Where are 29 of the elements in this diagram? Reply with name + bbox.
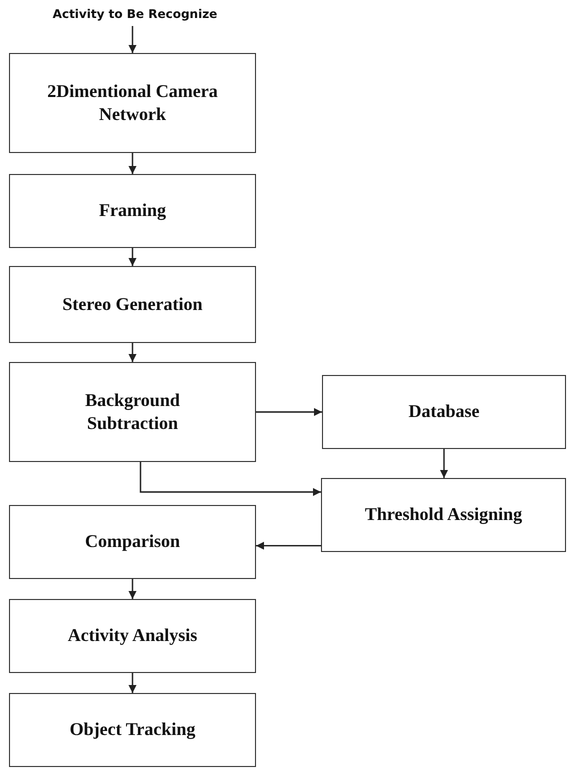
arrow xyxy=(128,248,136,266)
box-label: Background Subtraction xyxy=(84,388,181,435)
box-label: Framing xyxy=(99,199,166,222)
process-box xyxy=(9,53,256,153)
arrow xyxy=(256,542,321,550)
box-label: Stereo Generation xyxy=(62,292,203,316)
arrow xyxy=(128,579,136,599)
arrow xyxy=(128,673,136,693)
arrow xyxy=(440,449,448,478)
process-box xyxy=(9,693,256,767)
box-label: 2Dimentional Camera Network xyxy=(46,80,219,126)
box-label: Activity Analysis xyxy=(68,624,198,648)
arrow xyxy=(256,408,322,416)
arrow xyxy=(128,153,136,174)
arrow xyxy=(140,462,321,496)
input-label: Activity to Be Recognize xyxy=(20,2,250,26)
process-box xyxy=(9,505,256,579)
arrow xyxy=(128,26,136,53)
box-label: Comparison xyxy=(84,530,180,554)
process-box xyxy=(322,375,566,449)
box-label: Threshold Assigning xyxy=(364,503,522,526)
process-box xyxy=(9,266,256,343)
box-label: Object Tracking xyxy=(70,718,196,742)
process-box xyxy=(321,478,566,552)
arrow xyxy=(128,343,136,362)
process-box xyxy=(9,599,256,673)
box-label: Database xyxy=(408,400,480,424)
process-box xyxy=(9,174,256,248)
process-box xyxy=(9,362,256,462)
